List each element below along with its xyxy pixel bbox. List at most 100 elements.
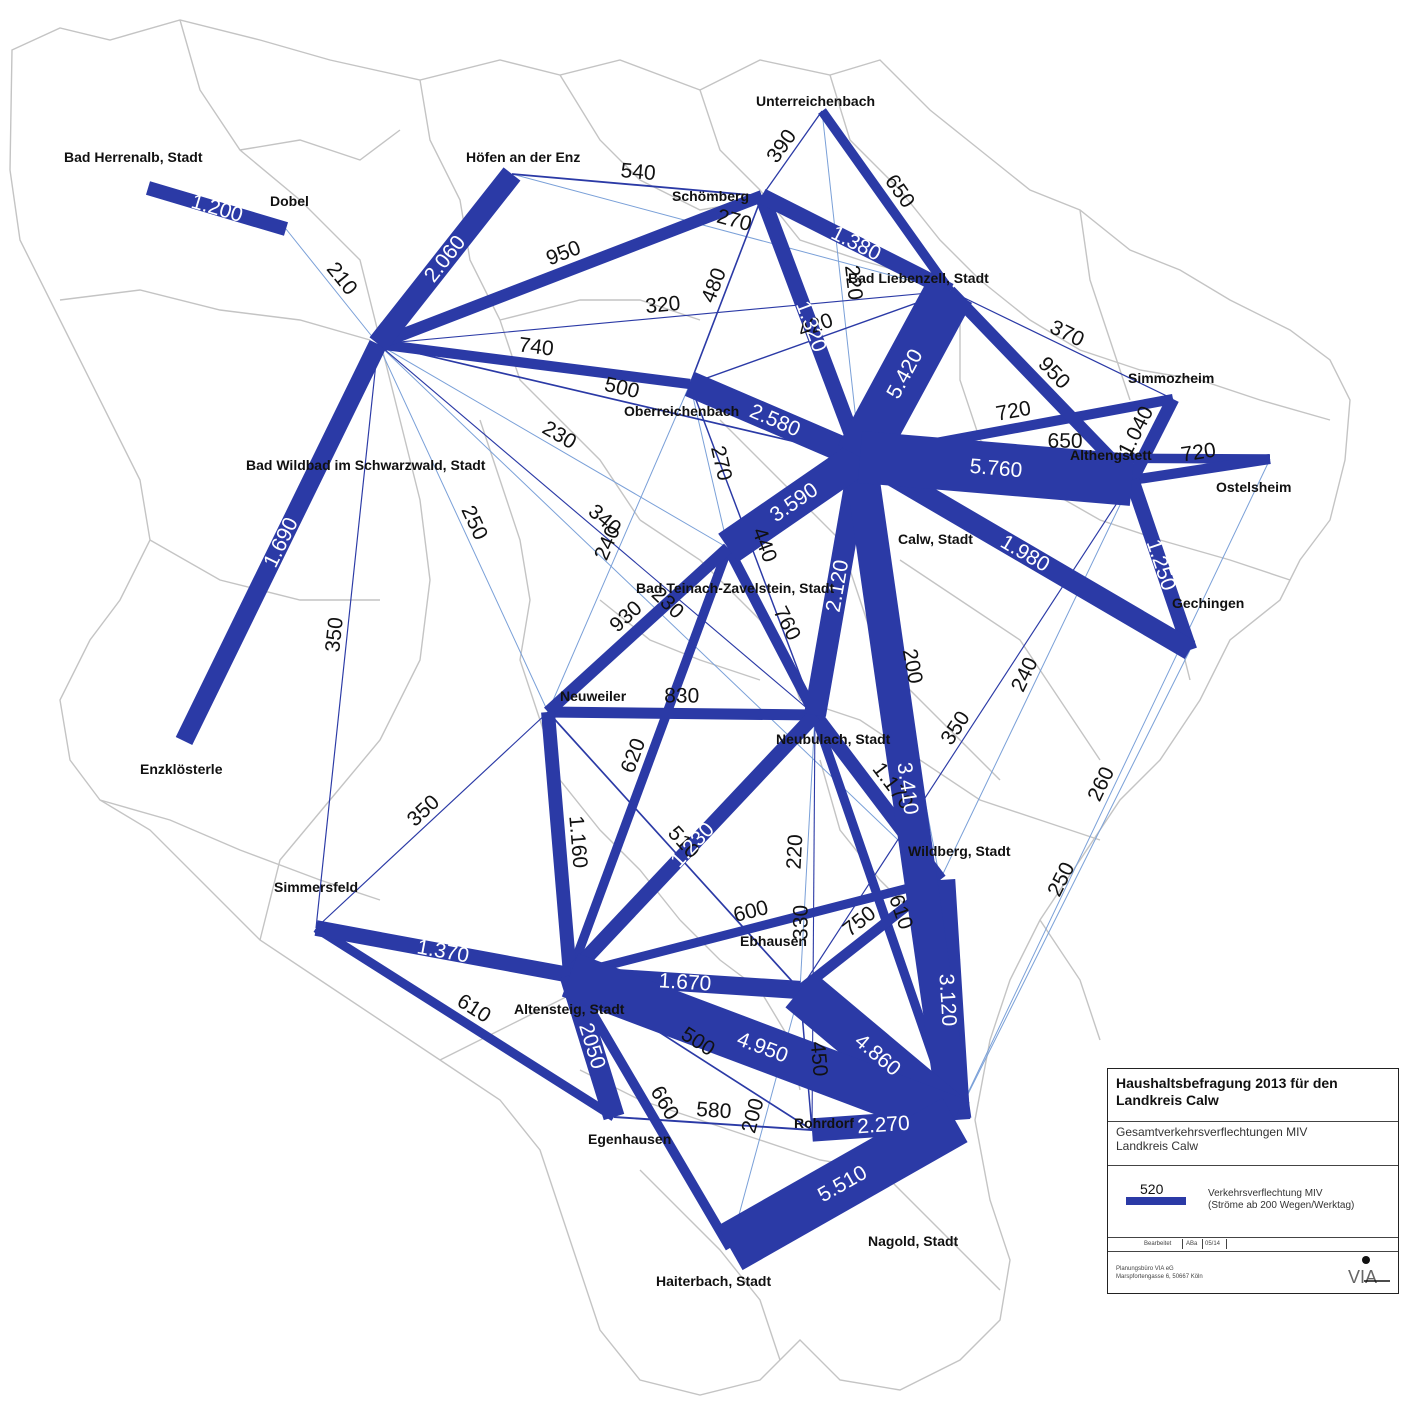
place-label-herrenalb: Bad Herrenalb, Stadt (64, 149, 203, 165)
flow-line-wildbad-liebenzell (377, 290, 951, 345)
flow-label-wildbad-oberreichenbach: 740 (517, 333, 555, 360)
flow-label-liebenzell-simmozheim: 370 (1046, 316, 1088, 352)
place-label-egenhausen: Egenhausen (588, 1131, 671, 1147)
legend-date: 05/14 (1205, 1241, 1221, 1247)
flow-label-hoefen-schoemberg: 540 (620, 159, 657, 185)
flow-label-wildbad-simmersfeld: 350 (321, 616, 348, 653)
flow-label-wildbad-liebenzell: 320 (644, 292, 681, 318)
flow-label-ostelsheim-nagold: 260 (1083, 763, 1119, 805)
flow-label-hoefen-liebenzell: 270 (714, 205, 754, 236)
flow-line-oberreichenbach-teinach (689, 383, 729, 549)
legend-office: Planungsbüro VIA eG Marspfortengasse 6, … (1116, 1265, 1203, 1281)
flow-line-althengstett-gechingen (1125, 477, 1197, 653)
legend-separator (1108, 1121, 1398, 1122)
place-label-ebhausen: Ebhausen (740, 933, 807, 949)
place-label-oberreichenbach: Oberreichenbach (624, 403, 739, 419)
flow-line-egenhausen-rohrdorf (613, 1116, 813, 1131)
place-label-althengstett: Althengstett (1070, 447, 1152, 463)
flow-line-teinach-neubulach (723, 545, 820, 718)
flow-label-unterreichenbach-schoemberg: 390 (762, 125, 801, 167)
flow-line-calw-teinach (718, 442, 870, 563)
flow-label-wildbad-dobel: 210 (322, 258, 362, 300)
flow-label-calw-gechingen: 1.980 (997, 530, 1054, 576)
place-label-calw: Calw, Stadt (898, 531, 973, 547)
flow-line-liebenzell-calw (837, 279, 973, 469)
flow-label-haiterbach-ebhausen: 200 (737, 1096, 768, 1136)
flow-line-teinach-altensteig (565, 546, 733, 977)
place-label-neubulach: Neubulach, Stadt (776, 731, 891, 747)
via-logo-text: VIA (1348, 1267, 1377, 1287)
flow-line-gechingen-nagold (954, 649, 1191, 1121)
legend-cell-divider (1182, 1239, 1183, 1249)
flow-label-gechingen-nagold: 250 (1043, 859, 1079, 901)
via-logo-icon: VIA (1348, 1256, 1390, 1287)
flow-label-herrenalb-dobel: 1.200 (189, 190, 246, 227)
legend-subtitle-2: Landkreis Calw (1116, 1139, 1199, 1153)
flow-label-schoemberg-oberreichenbach: 480 (697, 265, 731, 306)
place-label-liebenzell: Bad Liebenzell, Stadt (848, 270, 989, 286)
legend-separator (1108, 1165, 1398, 1166)
place-label-teinach: Bad Teinach-Zavelstein, Stadt (636, 580, 834, 596)
legend-separator (1108, 1237, 1398, 1238)
flow-line-liebenzell-althengstett (945, 286, 1137, 485)
flow-line-unterreichenbach-calw (821, 110, 861, 458)
flow-line-simmozheim-althengstett (1126, 396, 1179, 483)
flow-label-althengstett-ebhausen: 350 (936, 707, 974, 749)
flow-label-simmersfeld-altensteig: 1.370 (415, 935, 471, 967)
flow-line-altensteig-nagold (561, 953, 964, 1142)
place-label-rohrdorf: Rohrdorf (794, 1115, 854, 1131)
flow-line-wildbad-teinach (377, 343, 729, 549)
legend-cell-divider (1226, 1239, 1227, 1249)
flow-line-liebenzell-simmozheim (949, 290, 1174, 400)
legend-subtitle: Gesamtverkehrsverflechtungen MIV Landkre… (1116, 1125, 1307, 1153)
flow-line-hoefen-liebenzell (511, 173, 951, 292)
flow-label-ebhausen-rohrdorf: 450 (806, 1040, 832, 1077)
place-label-enzkloesterle: Enzklösterle (140, 761, 223, 777)
flow-line-herrenalb-dobel (145, 181, 289, 236)
legend-title: Haushaltsbefragung 2013 für den Landkrei… (1116, 1075, 1338, 1108)
flow-line-wildbad-schoemberg (375, 190, 765, 350)
flow-line-oberreichenbach-calw (684, 372, 866, 469)
legend-separator (1108, 1251, 1398, 1252)
flow-line-simmersfeld-altensteig (314, 920, 572, 983)
flow-line-schoemberg-oberreichenbach (689, 195, 763, 385)
flow-line-unterreichenbach-schoemberg (761, 110, 823, 197)
flow-label-calw-althengstett: 5.760 (969, 455, 1023, 482)
legend-edited-label: Bearbeitet (1144, 1241, 1172, 1247)
place-label-nagold: Nagold, Stadt (868, 1233, 959, 1249)
flow-line-wildbad-neuweiler (377, 343, 549, 713)
place-label-altensteig: Altensteig, Stadt (514, 1001, 625, 1017)
flow-label-egenhausen-rohrdorf: 580 (696, 1098, 732, 1123)
place-label-gechingen: Gechingen (1172, 595, 1244, 611)
place-label-wildbad: Bad Wildbad im Schwarzwald, Stadt (246, 457, 486, 473)
place-label-simmozheim: Simmozheim (1128, 370, 1214, 386)
flow-line-unterreichenbach-liebenzell (818, 108, 954, 294)
flow-line-wildbad-enzkloesterle (175, 339, 387, 746)
flow-label-rohrdorf-nagold: 2.270 (856, 1112, 910, 1139)
flow-line-wildbad-dobel (285, 228, 379, 345)
legend-office-1: Planungsbüro VIA eG (1116, 1266, 1174, 1272)
flow-label-neubulach-ebhausen: 220 (783, 834, 808, 870)
flow-label-neuweiler-altensteig: 1.160 (564, 815, 591, 869)
flow-line-wildbad-calw (377, 343, 861, 458)
place-label-unterreichenbach: Unterreichenbach (756, 93, 875, 109)
place-label-simmersfeld: Simmersfeld (274, 879, 358, 895)
flow-line-neuweiler-neubulach (547, 706, 816, 721)
flow-label-neuweiler-simmersfeld: 350 (403, 790, 444, 831)
place-label-wildberg: Wildberg, Stadt (908, 843, 1011, 859)
legend-sample-value: 520 (1140, 1181, 1164, 1197)
flow-line-schoemberg-liebenzell (758, 188, 954, 299)
flow-line-neubulach-altensteig (564, 710, 821, 980)
flow-label-wildberg-nagold: 3.120 (934, 973, 960, 1027)
flow-line-ostelsheim-nagold (954, 458, 1271, 1121)
flow-line-neuweiler-ebhausen (547, 711, 801, 991)
flow-line-althengstett-ostelsheim (1131, 453, 1271, 486)
flow-line-neuweiler-simmersfeld (315, 711, 549, 929)
flow-lines (145, 108, 1271, 1271)
flow-line-teinach-neuweiler (543, 543, 733, 717)
legend-sample-description: Verkehrsverflechtung MIV (Ströme ab 200 … (1208, 1188, 1354, 1212)
district-outline (9, 19, 1351, 1396)
